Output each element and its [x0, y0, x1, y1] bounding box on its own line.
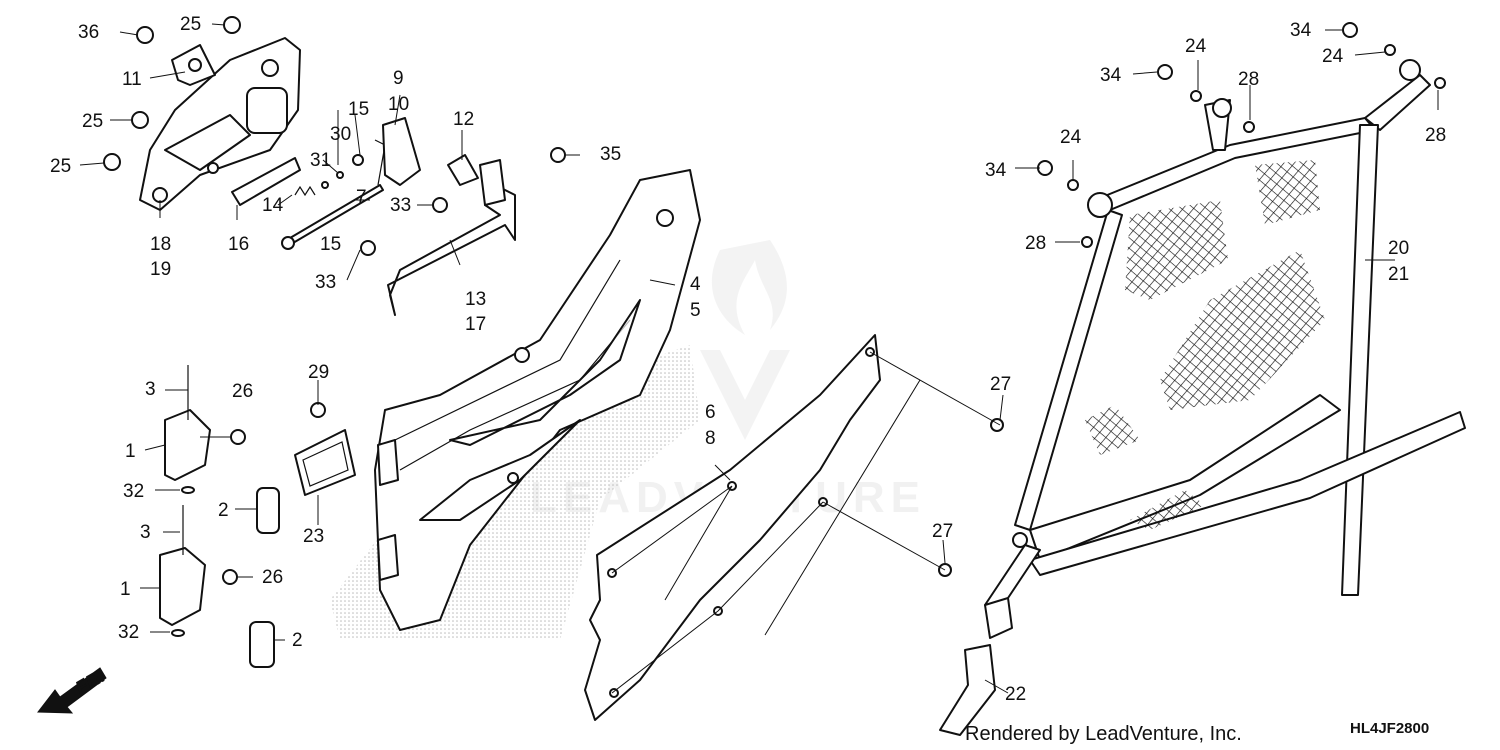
bracket-13-17 [387, 154, 516, 316]
callout-16: 16 [228, 234, 249, 255]
callout-32b: 32 [118, 622, 139, 643]
hinge-upper [164, 365, 211, 494]
callout-3a: 3 [145, 379, 156, 400]
callout-9: 9 [393, 68, 404, 89]
callout-19: 19 [150, 259, 171, 280]
diagram-code: HL4JF2800 [1350, 720, 1429, 737]
callout-11: 11 [122, 69, 142, 90]
callout-34c: 34 [1290, 20, 1312, 41]
callout-1a: 1 [125, 441, 136, 462]
bushing-2-upper [256, 487, 280, 534]
callout-35: 35 [600, 144, 621, 165]
callout-26a: 26 [232, 381, 253, 402]
callout-28a: 28 [1025, 233, 1046, 254]
callout-12: 12 [453, 109, 474, 130]
callout-28c: 28 [1425, 125, 1446, 146]
callout-3b: 3 [140, 522, 151, 543]
front-direction-arrow: FR. [37, 666, 109, 714]
leader-lines [79, 23, 1439, 694]
grommet-23 [294, 429, 356, 496]
callout-31: 31 [310, 150, 331, 171]
callout-24c: 24 [1322, 46, 1344, 67]
callout-2b: 2 [292, 630, 303, 651]
clip-11 [171, 44, 216, 86]
callout-25a: 25 [180, 14, 201, 35]
callout-5: 5 [690, 300, 701, 321]
net-frame [1012, 59, 1466, 596]
callout-17: 17 [465, 314, 486, 335]
callout-33a: 33 [390, 195, 411, 216]
callout-7: 7 [356, 187, 367, 208]
callout-2a: 2 [218, 500, 229, 521]
callout-24b: 24 [1185, 36, 1207, 57]
callout-4: 4 [690, 274, 701, 295]
callout-34b: 34 [1100, 65, 1122, 86]
callout-36: 36 [78, 22, 99, 43]
callout-13: 13 [465, 289, 486, 310]
hinge-lower [159, 505, 206, 637]
callout-20: 20 [1388, 238, 1409, 259]
callout-33b: 33 [315, 272, 336, 293]
door-panel [374, 169, 701, 631]
callout-15a: 15 [320, 234, 341, 255]
callout-30: 30 [330, 124, 351, 145]
latch-9-10 [382, 117, 421, 186]
washers [1067, 44, 1446, 248]
callout-labels: 36 25 11 25 25 18 19 16 14 15 30 31 15 9… [50, 14, 1446, 705]
callout-10: 10 [388, 94, 409, 115]
callout-18: 18 [150, 234, 171, 255]
door-cover [584, 334, 1001, 721]
strap-22 [939, 544, 1041, 736]
small-parts-30-31 [281, 154, 364, 250]
callout-25b: 25 [82, 111, 103, 132]
callout-29: 29 [308, 362, 329, 383]
callout-34a: 34 [985, 160, 1007, 181]
callout-25c: 25 [50, 156, 71, 177]
callout-28b: 28 [1238, 69, 1259, 90]
inner-handle-housing [139, 37, 301, 211]
callout-27a: 27 [990, 374, 1011, 395]
callout-14: 14 [262, 195, 284, 216]
callout-8: 8 [705, 428, 716, 449]
spring-14 [294, 185, 316, 197]
callout-6: 6 [705, 402, 716, 423]
callout-26b: 26 [262, 567, 283, 588]
callout-27b: 27 [932, 521, 953, 542]
callout-15b: 15 [348, 99, 369, 120]
bushing-2-lower [249, 621, 275, 668]
callout-24a: 24 [1060, 127, 1082, 148]
callout-21: 21 [1388, 264, 1409, 285]
callout-32a: 32 [123, 481, 144, 502]
bolts [103, 16, 1358, 585]
footer-credit: Rendered by LeadVenture, Inc. [965, 723, 1242, 745]
handle-16 [231, 157, 301, 206]
callout-1b: 1 [120, 579, 131, 600]
callout-23: 23 [303, 526, 324, 547]
callout-22: 22 [1005, 684, 1026, 705]
